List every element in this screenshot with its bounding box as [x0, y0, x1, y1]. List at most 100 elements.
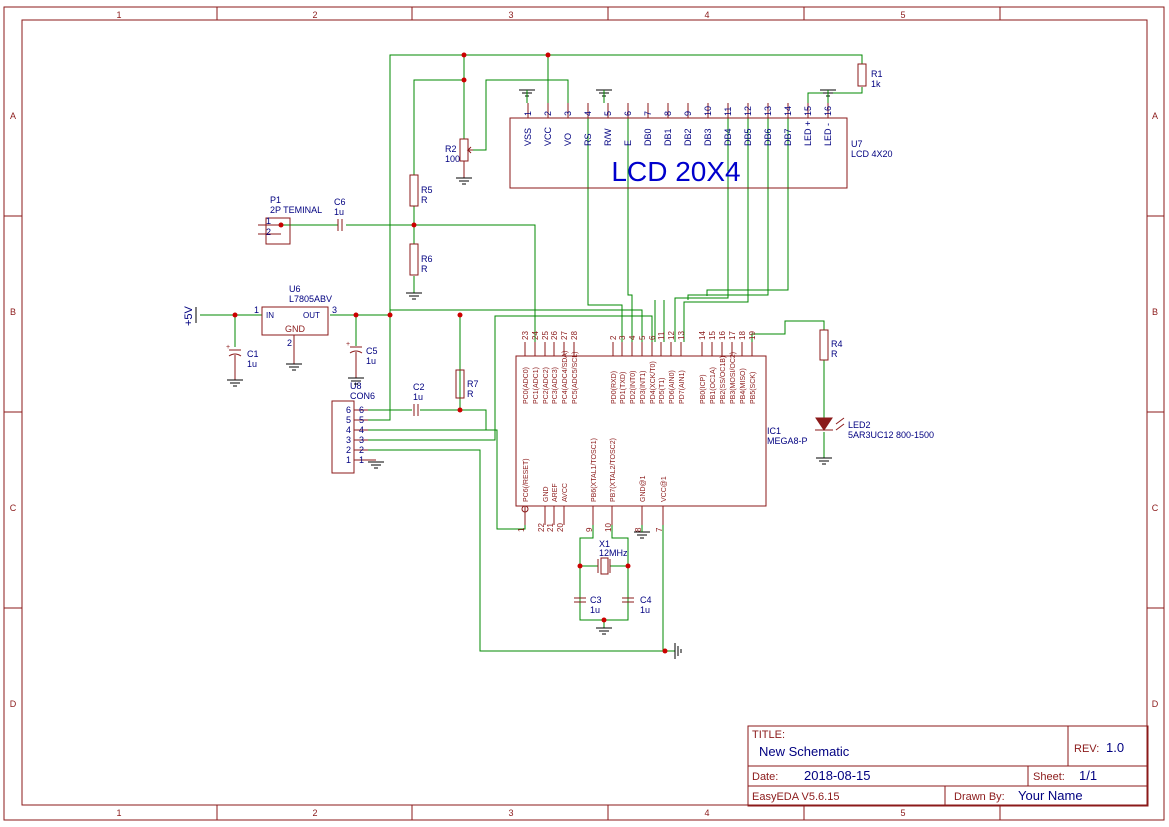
mcu-bpin-num-9: 9	[585, 527, 594, 532]
r1-body	[857, 63, 867, 87]
rev-label: REV:	[1074, 743, 1099, 755]
p1-pin2-num: 2	[266, 227, 271, 237]
resistor-r4[interactable]: R4 R	[819, 329, 843, 361]
mcu-pin-num-15: 15	[708, 331, 717, 340]
lcd-pin-name-7: DB0	[643, 128, 653, 146]
zone-col-2-top: 2	[312, 10, 317, 20]
c4-ref: C4	[640, 595, 652, 605]
mcu-pin-num-26: 26	[550, 331, 559, 340]
mcu-bpin-name-9: PB6(XTAL1/TOSC1)	[591, 438, 598, 502]
mcu-pin-num-12: 12	[667, 331, 676, 340]
mcu-ic1[interactable]: IC1 MEGA8-P 23PC0(ADC0)24PC1(ADC1)25PC2(…	[515, 331, 808, 532]
x1-body	[600, 557, 609, 575]
c6-value: 1u	[334, 207, 344, 217]
r7-body	[455, 369, 465, 399]
lcd-pin-name-15: LED +	[803, 121, 813, 146]
u6-out-label: OUT	[303, 311, 320, 320]
u8-pin-num-4: 4	[346, 425, 351, 435]
r2-value: 100	[445, 154, 460, 164]
u6-in-label: IN	[266, 311, 274, 320]
mcu-pin-name-15: PB1(OC1A)	[710, 367, 717, 404]
mcu-pin-name-12: PD6(AIN0)	[669, 370, 676, 404]
zone-row-d-right: D	[1152, 699, 1159, 709]
lcd-pin-name-12: DB5	[743, 128, 753, 146]
ground-symbols	[227, 89, 836, 659]
x1-ref: X1	[599, 539, 610, 549]
capacitor-c1[interactable]: + C1 1u	[226, 344, 259, 380]
mcu-pin-name-26: PC3(ADC3)	[552, 367, 559, 404]
resistor-r7[interactable]: R7 R	[455, 369, 479, 399]
u8-pin-label-5: 1	[359, 455, 364, 465]
ground-icon	[368, 461, 384, 469]
reset-bubble	[521, 505, 529, 513]
ground-icon	[406, 292, 422, 300]
lcd-pin-name-3: VO	[563, 133, 573, 146]
sheet-frame	[3, 6, 1165, 821]
resistor-r1[interactable]: R1 1k	[857, 63, 883, 89]
capacitor-c5[interactable]: + C5 1u	[346, 341, 378, 378]
regulator-u6[interactable]: U6 L7805ABV IN OUT GND 1 3 2	[254, 284, 337, 364]
mcu-pin-num-25: 25	[541, 331, 550, 340]
zone-col-1-top: 1	[116, 10, 121, 20]
u8-ref: U8	[350, 381, 362, 391]
p1-pin1-num: 1	[266, 216, 271, 226]
power-5v[interactable]: +5V	[183, 305, 197, 326]
lcd-title: LCD 20X4	[611, 156, 740, 187]
c3-ref: C3	[590, 595, 602, 605]
rev-value: 1.0	[1106, 740, 1124, 755]
drawn-by-value: Your Name	[1018, 788, 1083, 803]
capacitor-c6[interactable]: C6 1u	[334, 197, 346, 231]
mcu-bpin-name-22: GND	[543, 486, 550, 502]
crystal-x1[interactable]: X1 12MHz	[597, 539, 628, 575]
lcd-pin-name-8: DB1	[663, 128, 673, 146]
u8-pin-num-2: 2	[346, 445, 351, 455]
lcd-pin-num-3: 3	[563, 111, 573, 116]
terminal-p1[interactable]: 1 2 P1 2P TEMINAL	[258, 195, 322, 245]
zone-row-d-left: D	[10, 699, 17, 709]
mcu-pin-num-28: 28	[570, 331, 579, 340]
mcu-pin-name-5: PD3(INT1)	[640, 371, 647, 404]
ground-icon	[674, 643, 682, 659]
lcd-pin-num-15: 15	[803, 106, 813, 116]
zone-col-1-bottom: 1	[116, 808, 121, 818]
title-label: TITLE:	[752, 729, 785, 741]
r6-ref: R6	[421, 254, 433, 264]
u8-pin-num-1: 1	[346, 455, 351, 465]
r6-body	[409, 243, 419, 276]
lcd-pin-num-12: 12	[743, 106, 753, 116]
c6-ref: C6	[334, 197, 346, 207]
c3-value: 1u	[590, 605, 600, 615]
u8-pin-num-6: 6	[346, 405, 351, 415]
mcu-bpin-num-7: 7	[655, 527, 664, 532]
lcd-u7[interactable]: LCD 20X4 U7 LCD 4X20 1VSS2VCC3VO4RS5R/W6…	[509, 103, 893, 189]
led2-triangle	[815, 417, 833, 431]
zone-col-4-top: 4	[704, 10, 709, 20]
p1-body	[265, 217, 291, 245]
ground-icon	[456, 177, 472, 185]
capacitor-c2[interactable]: C2 1u	[413, 382, 425, 416]
sheet-label: Sheet:	[1033, 771, 1065, 783]
mcu-bpin-name-8: GND@1	[640, 475, 647, 502]
lcd-pin-name-4: RS	[583, 133, 593, 146]
mcu-bpin-num-22: 22	[537, 523, 546, 532]
lcd-pin-name-5: R/W	[603, 128, 613, 146]
capacitor-c3[interactable]: C3 1u	[574, 595, 602, 615]
potentiometer-r2[interactable]: R2 100	[445, 138, 473, 178]
c2-value: 1u	[413, 392, 423, 402]
capacitor-c4[interactable]: C4 1u	[622, 595, 652, 615]
r4-ref: R4	[831, 339, 843, 349]
lcd-pins: 1VSS2VCC3VO4RS5R/W6E7DB08DB19DB210DB311D…	[523, 103, 833, 146]
mcu-pin-name-4: PD2(INT0)	[630, 371, 637, 404]
lcd-pin-num-7: 7	[643, 111, 653, 116]
lcd-pin-num-2: 2	[543, 111, 553, 116]
u6-ref: U6	[289, 284, 301, 294]
resistor-r5[interactable]: R5 R	[409, 174, 433, 207]
led2-ref: LED2	[848, 420, 871, 430]
led2[interactable]: LED2 5AR3UC12 800-1500	[815, 417, 934, 440]
resistor-r6[interactable]: R6 R	[409, 243, 433, 276]
mcu-pin-num-23: 23	[521, 331, 530, 340]
zone-row-b-left: B	[10, 307, 16, 317]
